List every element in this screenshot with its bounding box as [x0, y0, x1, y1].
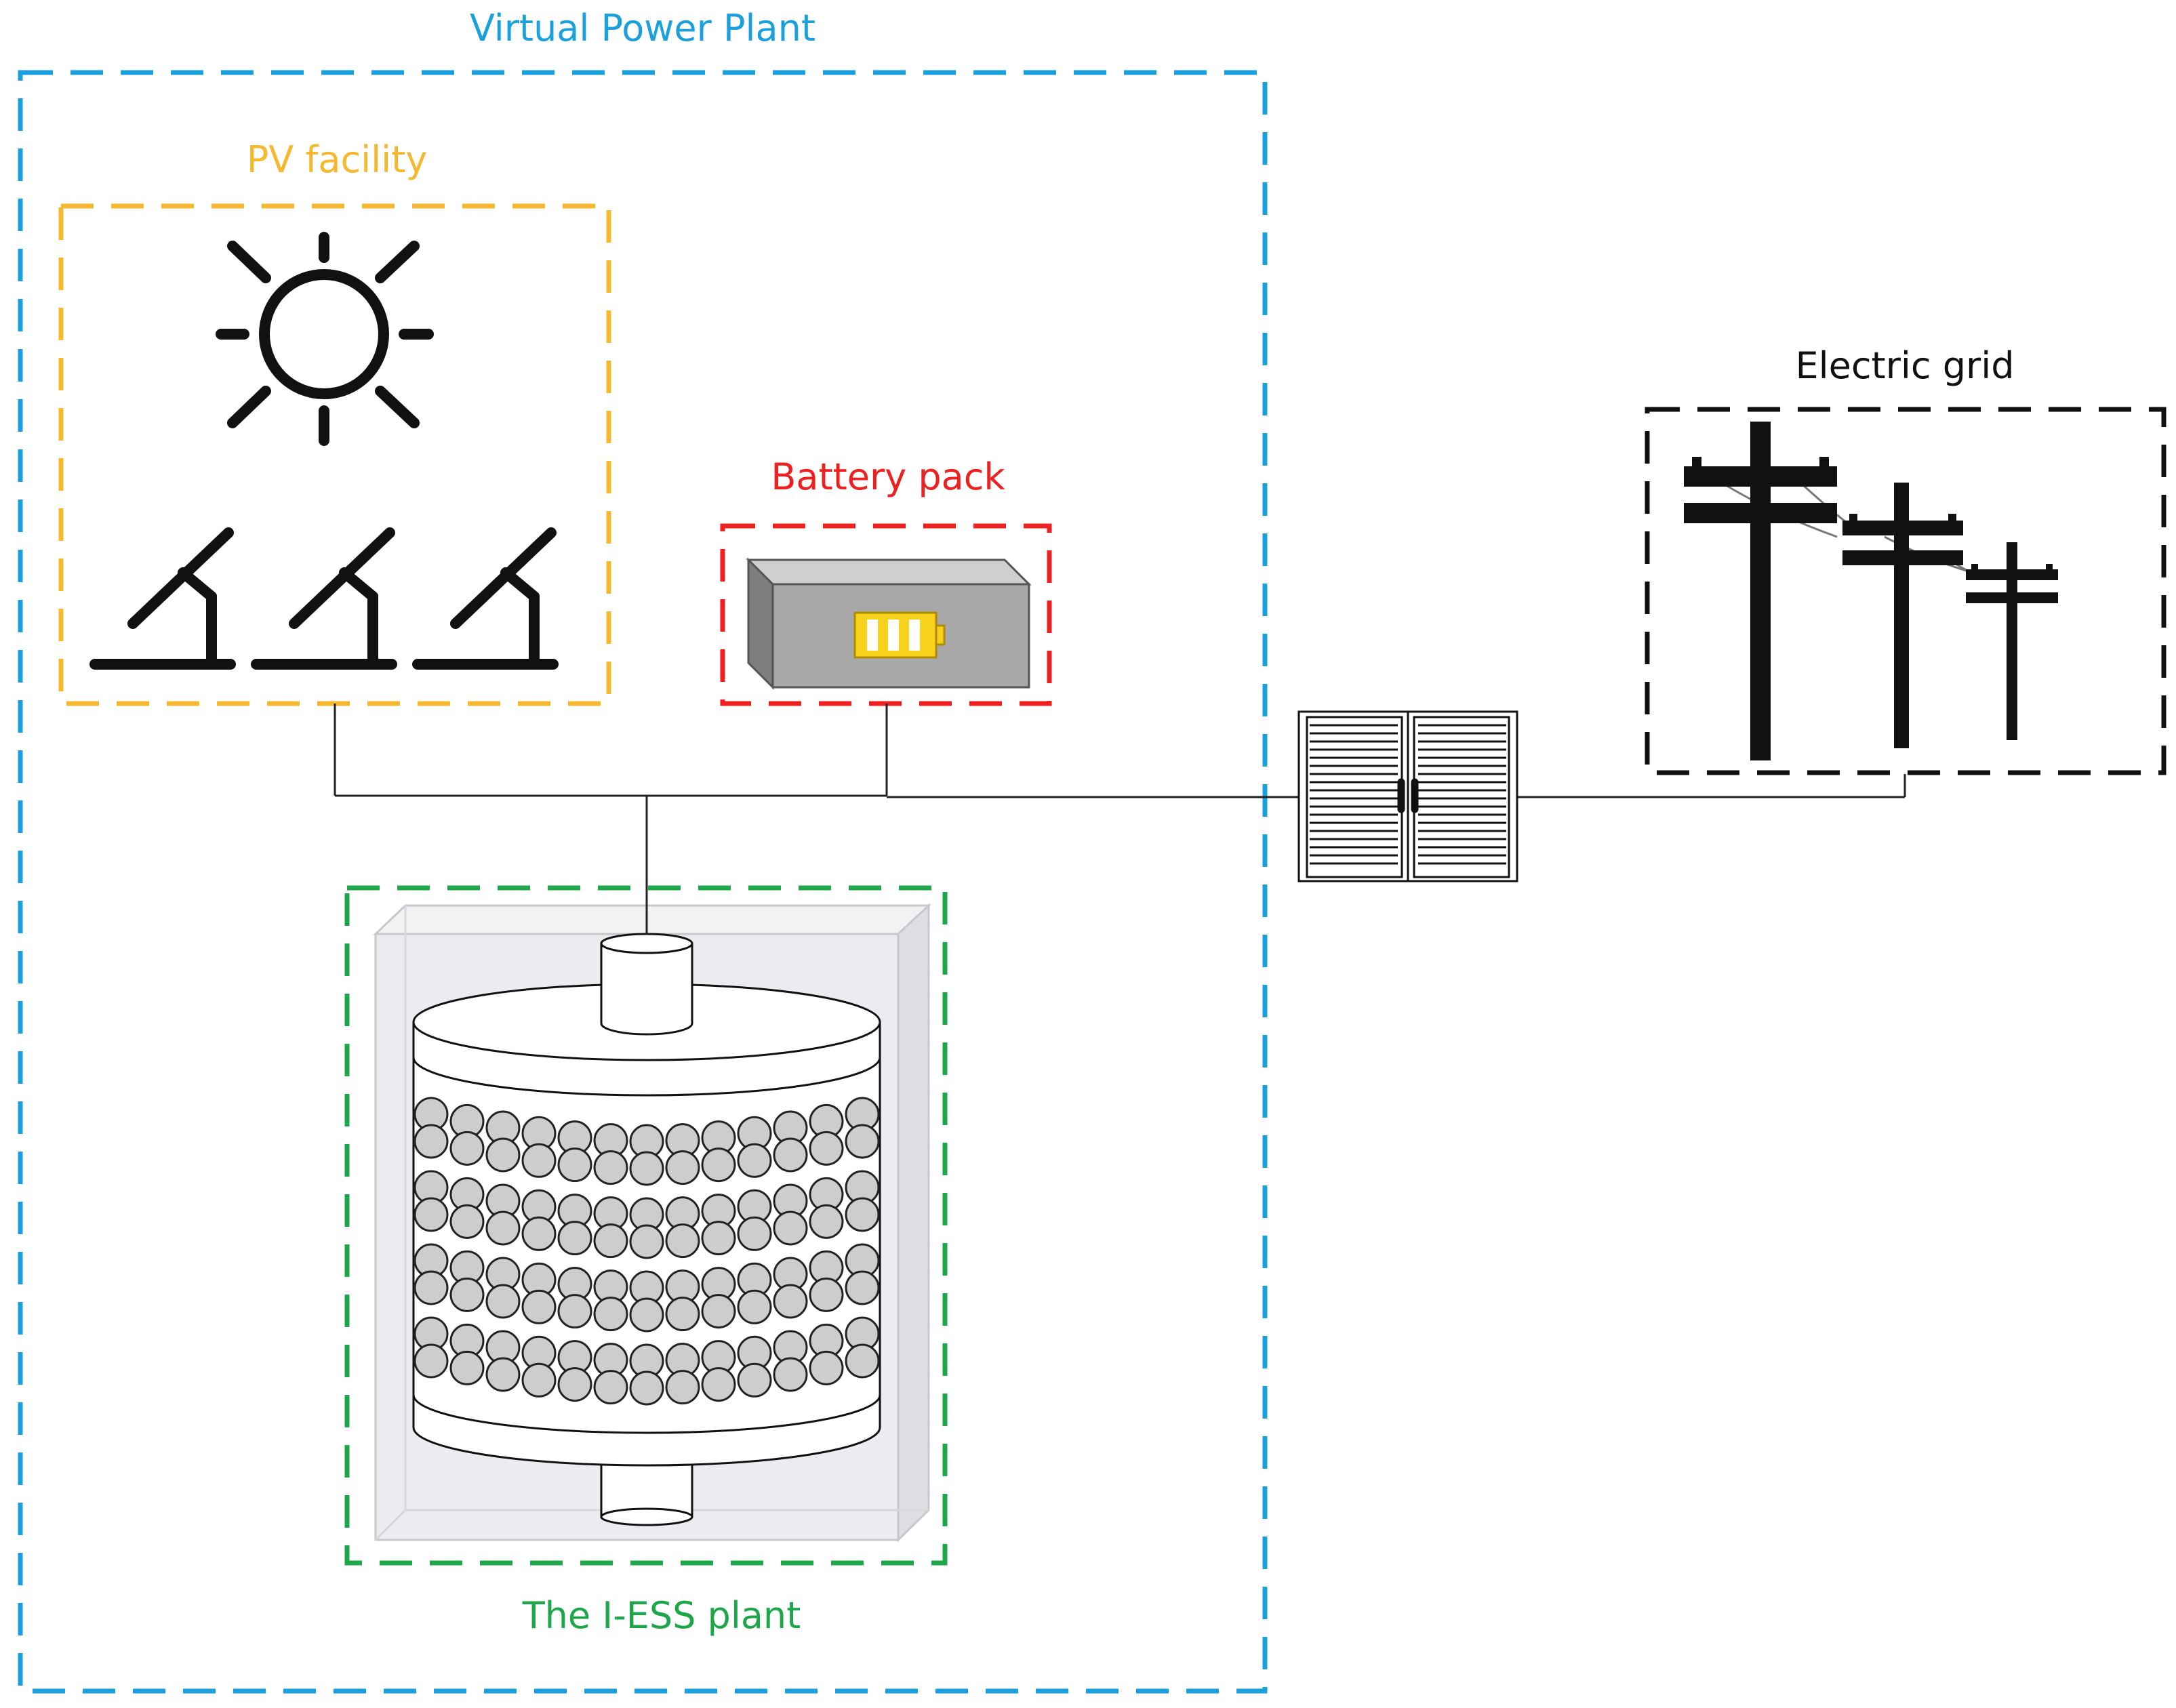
- pellet: [449, 1277, 485, 1312]
- grid-label: Electric grid: [1795, 344, 2014, 387]
- pellet: [737, 1362, 772, 1398]
- pellet: [485, 1211, 521, 1246]
- pellet: [629, 1151, 664, 1186]
- pellet: [665, 1370, 700, 1405]
- inverter-cabinet-icon: [1297, 710, 1518, 882]
- pellet: [593, 1297, 628, 1332]
- pellet: [449, 1131, 485, 1166]
- storage-tank-icon: [412, 933, 881, 1526]
- pellet: [845, 1124, 880, 1159]
- pellet: [809, 1350, 844, 1385]
- pellet: [557, 1221, 592, 1256]
- pellet: [557, 1147, 592, 1183]
- pellet: [665, 1223, 700, 1259]
- iess-label: The I-ESS plant: [522, 1594, 801, 1637]
- solar-panel-2: [251, 527, 397, 670]
- pellet: [665, 1150, 700, 1185]
- pellet: [629, 1370, 664, 1406]
- pellet: [845, 1270, 880, 1305]
- vpp-label: Virtual Power Plant: [470, 7, 815, 49]
- solar-panel-icon: [89, 527, 559, 670]
- pellet: [737, 1216, 772, 1251]
- pellet: [773, 1357, 808, 1392]
- battery-icon: [746, 557, 1032, 690]
- pellet: [809, 1131, 844, 1166]
- storage-pellets: [414, 1097, 880, 1406]
- pellet: [521, 1362, 557, 1398]
- iess-boundary: [344, 885, 948, 1566]
- pellet: [701, 1221, 736, 1256]
- pellet: [521, 1216, 557, 1251]
- pellet: [485, 1137, 521, 1173]
- pellet: [701, 1367, 736, 1402]
- pellet: [773, 1211, 808, 1246]
- power-pole-icon: [1684, 422, 2058, 760]
- pellet: [557, 1294, 592, 1329]
- pellet: [665, 1297, 700, 1332]
- solar-panel-3: [412, 527, 559, 670]
- pellet: [521, 1143, 557, 1178]
- pellet: [414, 1197, 449, 1232]
- pellet: [737, 1289, 772, 1324]
- pellet: [701, 1294, 736, 1329]
- pellet: [593, 1150, 628, 1185]
- inverter-louvers: [1310, 724, 1506, 865]
- pv-label: PV facility: [247, 138, 428, 181]
- pellet: [845, 1197, 880, 1232]
- pellet: [629, 1224, 664, 1259]
- pellet: [449, 1350, 485, 1385]
- pellet: [773, 1284, 808, 1319]
- pellet: [593, 1223, 628, 1259]
- connection-lines: [334, 704, 1906, 934]
- pellet: [629, 1297, 664, 1333]
- solar-panel-1: [89, 527, 236, 670]
- battery-label: Battery pack: [771, 455, 1005, 498]
- pellet: [809, 1204, 844, 1239]
- pellet: [414, 1343, 449, 1379]
- pellet: [845, 1343, 880, 1379]
- pellet: [449, 1204, 485, 1239]
- pellet: [773, 1137, 808, 1173]
- pellet: [737, 1143, 772, 1178]
- pellet: [485, 1284, 521, 1319]
- pellet: [485, 1357, 521, 1392]
- pellet: [809, 1277, 844, 1312]
- vpp-boundary: [18, 70, 1268, 1694]
- pellet: [557, 1367, 592, 1402]
- pellet: [701, 1147, 736, 1183]
- pellet: [593, 1370, 628, 1405]
- sun-icon: [216, 232, 434, 446]
- grid-boundary: [1645, 407, 2167, 775]
- pellet: [414, 1270, 449, 1305]
- pellet: [521, 1289, 557, 1324]
- pellet: [414, 1124, 449, 1159]
